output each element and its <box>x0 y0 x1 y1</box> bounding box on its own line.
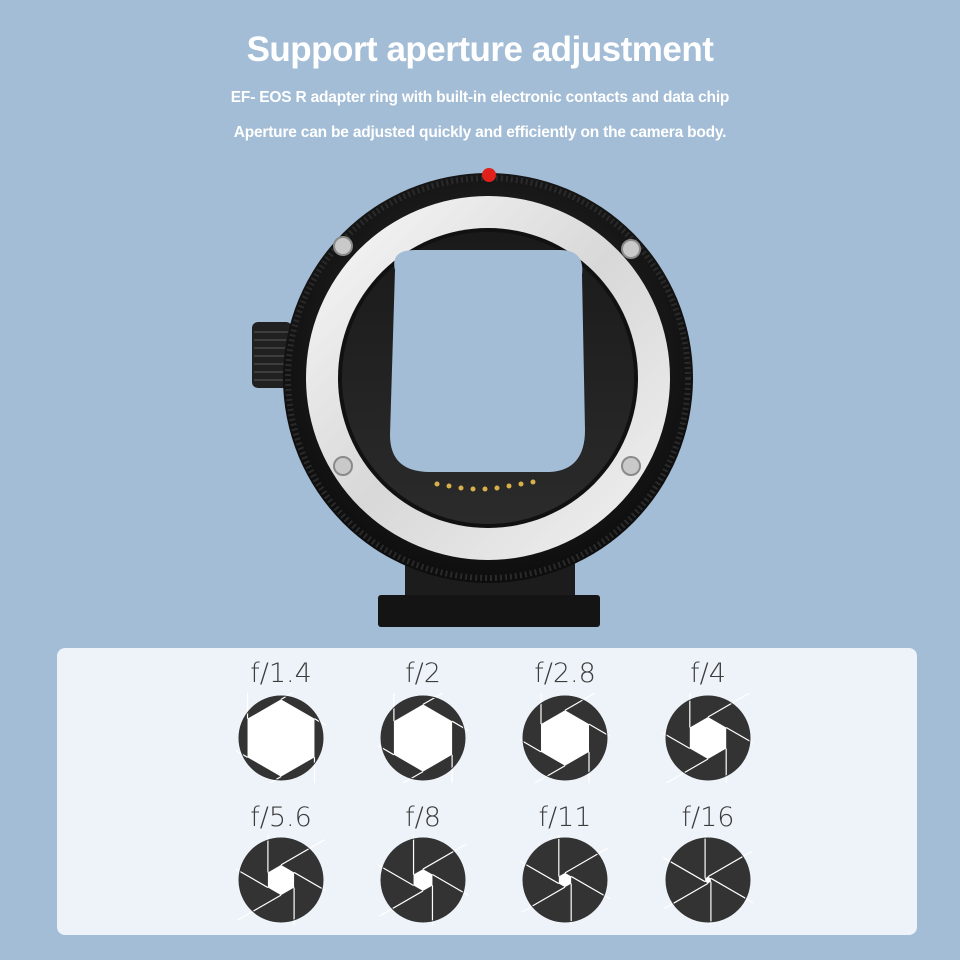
aperture-label: f/5.6 <box>250 802 312 833</box>
aperture-icon <box>378 835 468 925</box>
tripod-foot-base <box>378 595 600 627</box>
aperture-label: f/8 <box>405 802 441 833</box>
aperture-label: f/2.8 <box>534 658 596 689</box>
aperture-item: f/2.8 <box>505 656 625 783</box>
aperture-item: f/8 <box>363 800 483 925</box>
aperture-label: f/4 <box>690 658 726 689</box>
aperture-icon <box>236 693 326 783</box>
aperture-panel <box>57 648 917 935</box>
aperture-label: f/1.4 <box>250 658 312 689</box>
aperture-item: f/2 <box>363 656 483 783</box>
aperture-item: f/1.4 <box>221 656 341 783</box>
aperture-icon <box>520 693 610 783</box>
aperture-item: f/4 <box>648 656 768 783</box>
aperture-item: f/16 <box>648 800 768 925</box>
mount-screws <box>333 236 641 476</box>
electronic-contacts <box>434 479 536 492</box>
aperture-icon <box>663 835 753 925</box>
aperture-label: f/2 <box>405 658 441 689</box>
page-title: Support aperture adjustment <box>246 30 714 69</box>
aperture-item: f/11 <box>505 800 625 925</box>
adapter-ring-image <box>252 168 693 627</box>
aperture-icon <box>378 693 468 783</box>
subtitle-contacts: EF- EOS R adapter ring with built-in ele… <box>230 89 730 106</box>
subtitle-aperture: Aperture can be adjusted quickly and eff… <box>233 124 727 141</box>
aperture-icon <box>663 693 753 783</box>
alignment-dot <box>482 168 496 182</box>
aperture-icon <box>520 835 610 925</box>
aperture-icon <box>236 835 326 925</box>
mount-opening <box>390 250 585 472</box>
aperture-label: f/11 <box>538 802 592 833</box>
aperture-label: f/16 <box>681 802 735 833</box>
aperture-item: f/5.6 <box>221 800 341 925</box>
